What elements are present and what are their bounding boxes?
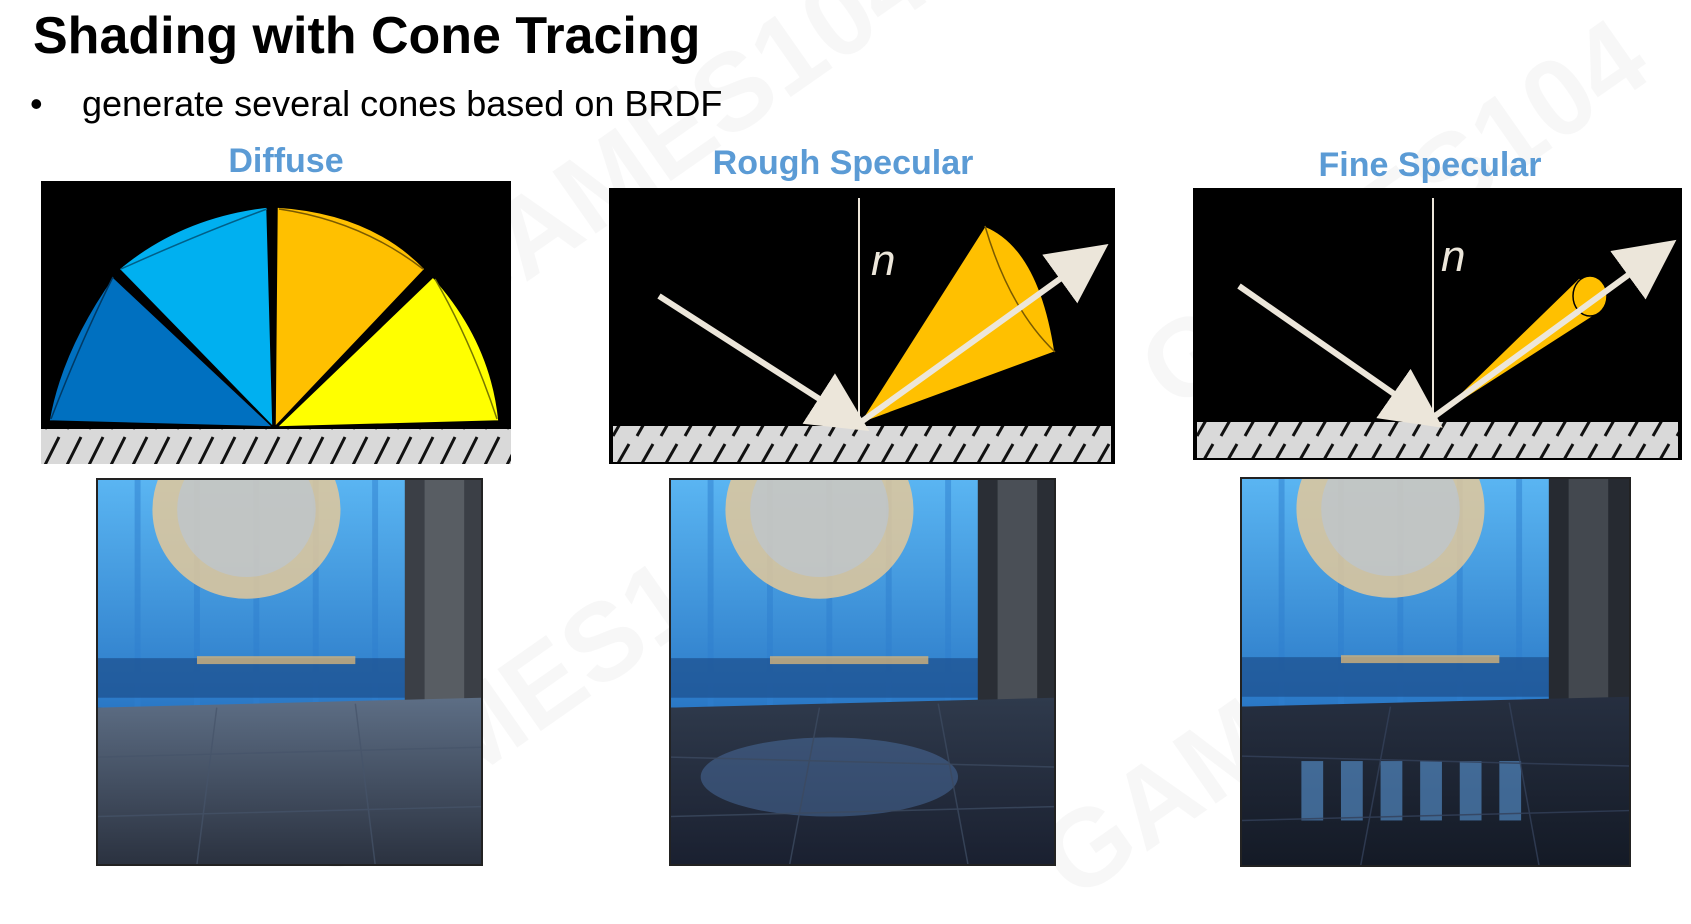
cone-orange	[274, 206, 427, 429]
normal-label: n	[871, 236, 896, 285]
fine-specular-diagram: n	[1193, 188, 1682, 460]
diffuse-render-image	[96, 478, 483, 866]
label-fine-specular: Fine Specular	[1318, 146, 1542, 184]
slide-title: Shading with Cone Tracing	[33, 7, 701, 65]
normal-label: n	[1441, 232, 1466, 281]
bullet-icon: •	[30, 83, 43, 124]
specular-cone	[857, 225, 1056, 426]
bullet-item: • generate several cones based on BRDF	[30, 82, 722, 126]
cone-yellow	[275, 275, 500, 428]
label-diffuse: Diffuse	[228, 142, 344, 180]
fine-specular-render-image	[1240, 477, 1631, 867]
cone-light-blue	[117, 206, 274, 429]
label-rough-specular: Rough Specular	[712, 144, 974, 182]
bullet-text: generate several cones based on BRDF	[82, 83, 723, 124]
rough-specular-diagram: n	[609, 188, 1115, 464]
diffuse-cones-diagram	[41, 181, 511, 464]
rough-specular-render-image	[669, 478, 1056, 866]
cone-dark-blue	[48, 275, 275, 428]
